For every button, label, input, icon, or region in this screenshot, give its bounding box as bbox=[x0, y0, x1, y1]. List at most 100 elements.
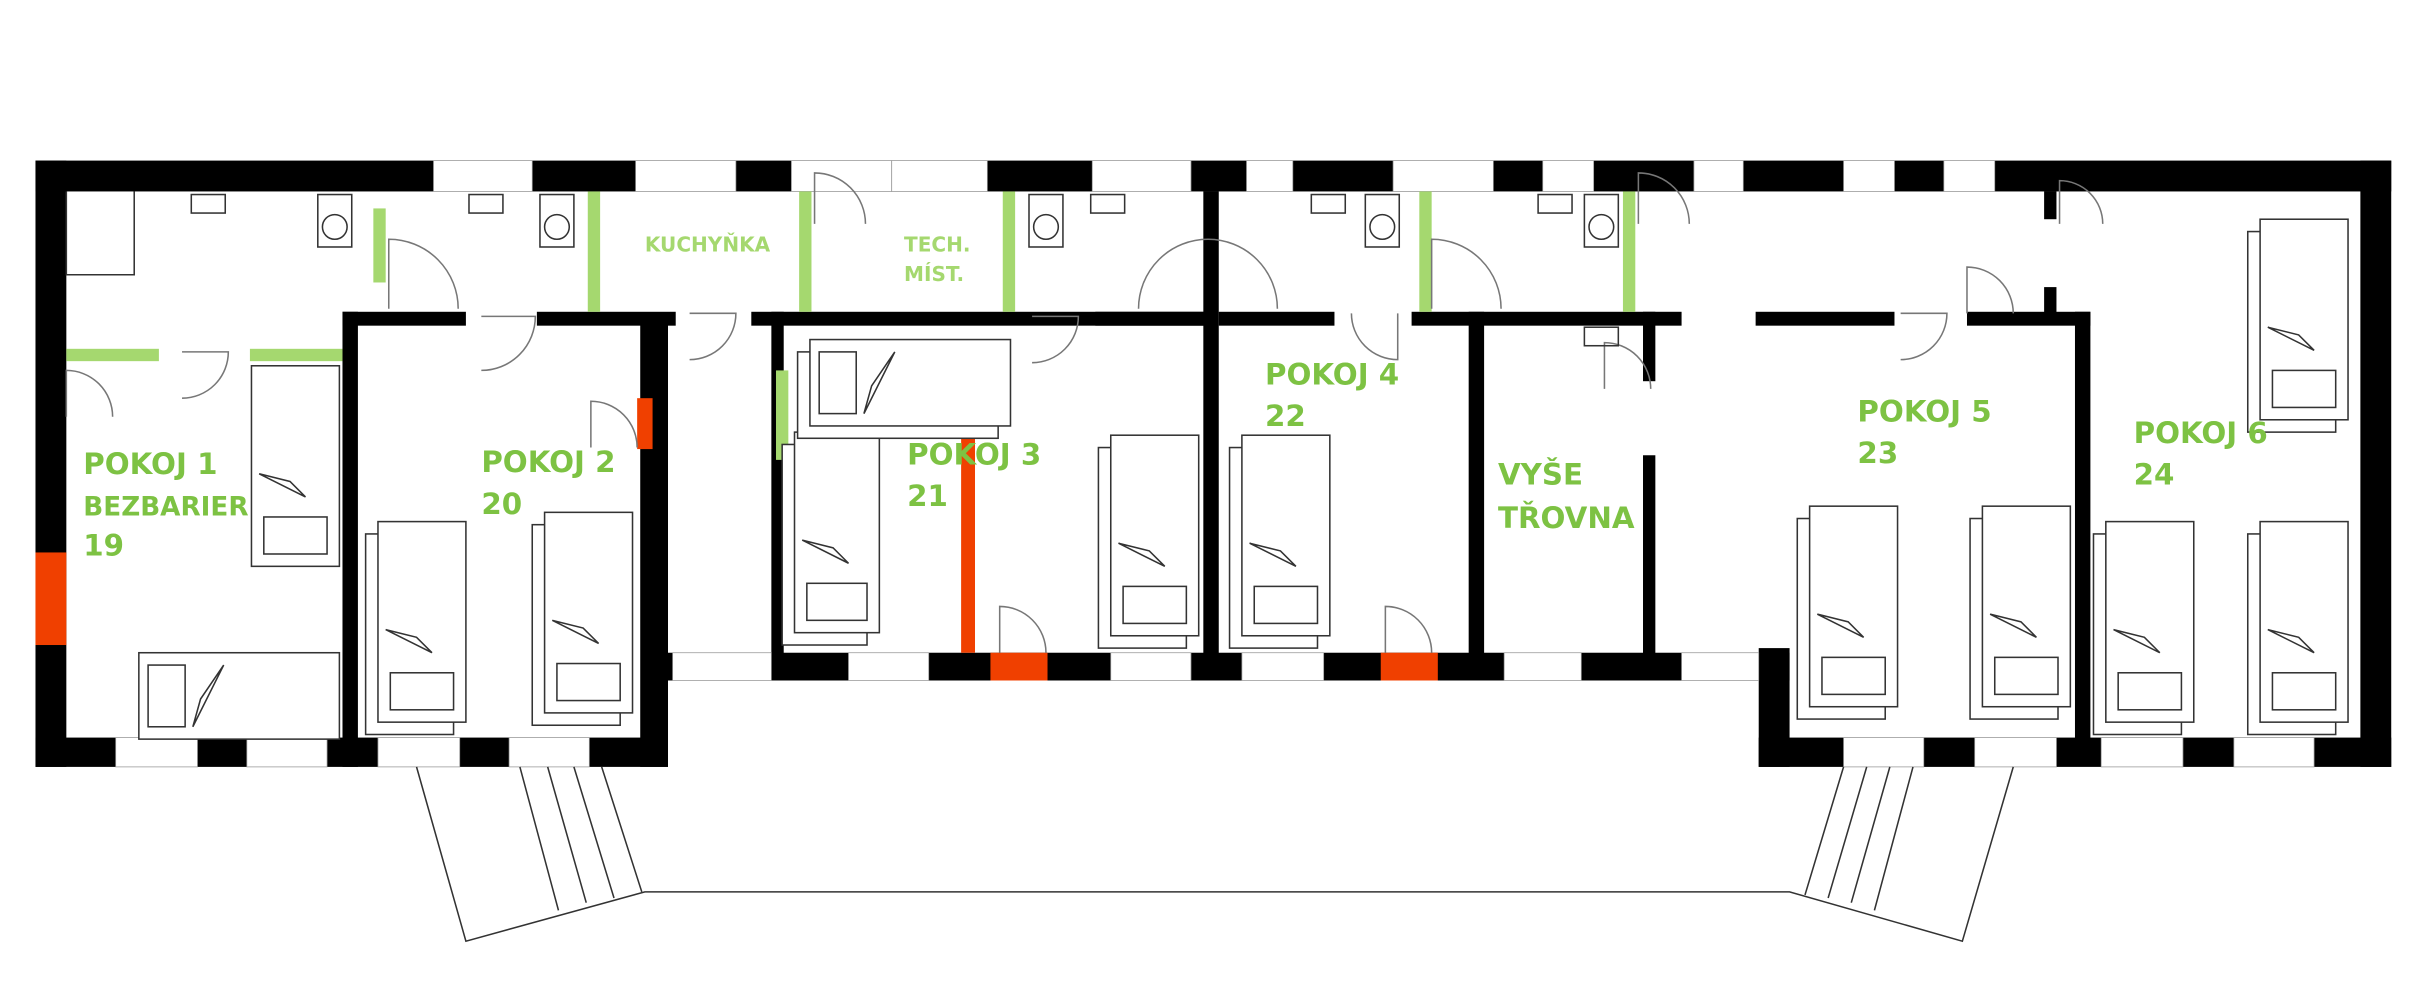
washbasin bbox=[190, 193, 227, 214]
pillow bbox=[2117, 672, 2183, 711]
door-swing bbox=[1900, 312, 1948, 361]
blanket-fold bbox=[385, 628, 433, 654]
window bbox=[1392, 160, 1494, 192]
blanket-fold bbox=[1249, 542, 1297, 568]
toilet bbox=[1583, 193, 1620, 248]
toilet bbox=[317, 193, 353, 248]
toilet-bowl bbox=[543, 213, 571, 241]
window bbox=[1241, 652, 1325, 681]
toilet-bowl bbox=[1369, 213, 1396, 241]
window bbox=[1843, 737, 1925, 768]
pillow bbox=[818, 351, 857, 415]
room-label-pokoj-2: POKOJ 2 bbox=[481, 445, 615, 479]
door-swing bbox=[182, 351, 230, 399]
pillow bbox=[1993, 656, 2059, 696]
blanket-fold bbox=[1118, 542, 1166, 568]
window bbox=[1110, 652, 1192, 681]
pillow bbox=[1253, 585, 1319, 625]
door-swing bbox=[2058, 179, 2104, 224]
bed bbox=[793, 431, 881, 634]
pillow bbox=[263, 516, 328, 555]
room-labels: POKOJ 1 BEZBARIER 19 POKOJ 2 20 KUCHYŇKA… bbox=[83, 233, 2267, 563]
pillow bbox=[806, 582, 868, 622]
window bbox=[115, 737, 198, 768]
window bbox=[1943, 160, 1996, 192]
window bbox=[1693, 160, 1744, 192]
room-number-pokoj-2: 20 bbox=[481, 487, 522, 521]
blanket-fold bbox=[551, 619, 600, 645]
pillow bbox=[147, 664, 186, 728]
blanket-fold bbox=[2267, 326, 2315, 352]
door-swing bbox=[1032, 315, 1080, 364]
toilet-bowl bbox=[1032, 213, 1060, 241]
bed bbox=[1241, 434, 1331, 637]
blanket-fold bbox=[258, 473, 307, 498]
blanket-fold bbox=[1816, 613, 1865, 638]
room-number-pokoj-5: 23 bbox=[1857, 436, 1898, 470]
blanket-fold bbox=[2113, 628, 2161, 654]
toilet bbox=[539, 193, 575, 248]
bed bbox=[543, 511, 634, 714]
window bbox=[2233, 737, 2315, 768]
room-label-pokoj-1: POKOJ 1 bbox=[83, 447, 217, 481]
pillow bbox=[2271, 672, 2337, 711]
window bbox=[508, 737, 590, 768]
door-swing bbox=[1384, 605, 1433, 653]
window bbox=[377, 737, 461, 768]
bed bbox=[2105, 520, 2195, 723]
room-label-vysetrovna: VYŠE bbox=[1498, 456, 1583, 492]
room-number-pokoj-6: 24 bbox=[2134, 458, 2175, 492]
window bbox=[1681, 652, 1760, 681]
window bbox=[246, 737, 328, 768]
beds bbox=[138, 218, 2349, 740]
door-swing bbox=[481, 315, 537, 372]
toilet-bowl bbox=[321, 213, 348, 241]
room-sublabel-tech: MÍST. bbox=[904, 262, 964, 286]
blanket-fold bbox=[192, 664, 225, 728]
toilet bbox=[1364, 193, 1401, 248]
washbasins bbox=[190, 193, 1620, 347]
bed bbox=[2259, 218, 2349, 421]
door-swing bbox=[1430, 238, 1502, 309]
room-label-pokoj-3: POKOJ 3 bbox=[907, 438, 1041, 472]
pillow bbox=[389, 672, 455, 711]
pillow bbox=[556, 662, 621, 702]
room-number-pokoj-4: 22 bbox=[1265, 399, 1306, 433]
window bbox=[891, 160, 988, 192]
bed bbox=[1981, 505, 2072, 708]
washbasin bbox=[1089, 193, 1126, 214]
door-swing bbox=[65, 369, 114, 417]
blanket-fold bbox=[2267, 628, 2315, 654]
room-label-kuchynka: KUCHYŇKA bbox=[645, 233, 771, 257]
doors bbox=[65, 172, 2104, 653]
room-label-pokoj-4: POKOJ 4 bbox=[1265, 357, 1399, 391]
pillow bbox=[2271, 369, 2337, 409]
door-swing bbox=[1966, 266, 2015, 314]
accents bbox=[35, 398, 1438, 681]
bed bbox=[377, 520, 467, 723]
pillow bbox=[1122, 585, 1188, 625]
door-swing bbox=[387, 238, 459, 309]
washbasin bbox=[1583, 326, 1620, 347]
bed bbox=[1109, 434, 1200, 637]
washbasin bbox=[1310, 193, 1347, 214]
room-label-tech: TECH. bbox=[904, 233, 970, 257]
door-swing bbox=[1350, 313, 1399, 361]
pillow bbox=[1821, 656, 1886, 696]
door-swing bbox=[998, 605, 1047, 653]
bed bbox=[2259, 520, 2349, 723]
window bbox=[672, 652, 772, 681]
washbasin bbox=[1537, 193, 1573, 214]
window bbox=[1246, 160, 1294, 192]
door-swing bbox=[1137, 238, 1279, 309]
window bbox=[433, 160, 533, 192]
blanket-fold bbox=[1989, 613, 2037, 638]
toilet bbox=[1028, 193, 1064, 248]
washbasin bbox=[468, 193, 504, 214]
room-label-pokoj-6: POKOJ 6 bbox=[2134, 416, 2268, 450]
room-label-pokoj-5: POKOJ 5 bbox=[1857, 394, 1991, 428]
room-number-pokoj-3: 21 bbox=[907, 479, 948, 513]
room-sublabel-vysetrovna: TŘOVNA bbox=[1498, 500, 1635, 535]
window bbox=[1843, 160, 1895, 192]
window bbox=[791, 160, 893, 192]
